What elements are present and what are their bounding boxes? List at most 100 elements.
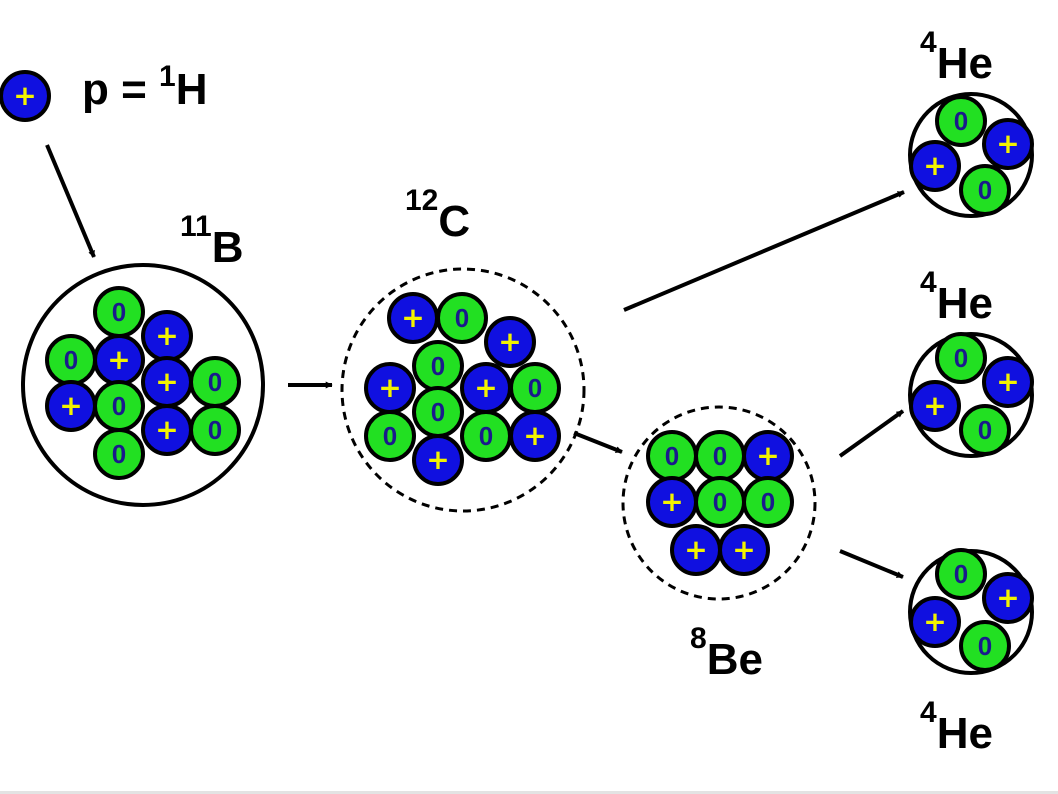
- be8-neutron-symbol: 0: [713, 487, 727, 517]
- he4-bot-proton-symbol: +: [923, 605, 946, 638]
- be8-label: 8Be: [690, 622, 763, 684]
- c12-to-he4-top-arrow: [623, 190, 905, 312]
- c12-proton-symbol: +: [426, 443, 449, 476]
- b11-proton-symbol: +: [59, 389, 82, 422]
- he4-bot-proton: [982, 572, 1034, 624]
- he4-mid-neutron-symbol: 0: [954, 343, 968, 373]
- b11-neutron-symbol: 0: [208, 415, 222, 445]
- b11-proton-symbol: +: [155, 319, 178, 352]
- he4-top-nucleus-boundary: [908, 92, 1034, 218]
- c12-neutron-symbol: 0: [528, 373, 542, 403]
- c12-neutron: [436, 292, 488, 344]
- legend-proton: [0, 70, 51, 122]
- be8-to-he4-mid-arrow: [838, 409, 905, 458]
- he4-mid-neutron: [959, 404, 1011, 456]
- legend-proton-particle: +: [0, 70, 51, 122]
- b11-neutron: [189, 404, 241, 456]
- he4-top-mass-number: 4: [920, 26, 937, 59]
- legend-element: H: [176, 65, 208, 114]
- he4-top-neutron: [959, 164, 1011, 216]
- c12-proton-symbol: +: [378, 371, 401, 404]
- he4-top-proton-symbol: +: [923, 149, 946, 182]
- c12-neutron-symbol: 0: [431, 351, 445, 381]
- be8-proton-symbol: +: [684, 533, 707, 566]
- c12-proton-symbol: +: [498, 325, 521, 358]
- be8-neutron-symbol: 0: [713, 441, 727, 471]
- he4-bot-neutron: [959, 620, 1011, 672]
- he4-top-proton-symbol: +: [996, 127, 1019, 160]
- b11-neutron-symbol: 0: [64, 345, 78, 375]
- be8-proton-symbol: +: [756, 439, 779, 472]
- b11-proton-symbol: +: [155, 413, 178, 446]
- c12-nucleus-boundary: [340, 267, 586, 513]
- he4-top-proton: [982, 118, 1034, 170]
- he4-bot-neutron: [935, 548, 987, 600]
- c12-neutron-symbol: 0: [455, 303, 469, 333]
- b11-neutron-symbol: 0: [112, 439, 126, 469]
- proton-to-b11-arrow: [45, 144, 96, 258]
- be8-proton: [718, 524, 770, 576]
- he4-top-nucleons: 0++0: [909, 95, 1034, 216]
- he4-mid-proton: [982, 356, 1034, 408]
- b11-neutron-symbol: 0: [112, 391, 126, 421]
- he4-mid-neutron: [935, 332, 987, 384]
- c12-neutron-symbol: 0: [383, 421, 397, 451]
- legend-text: p =: [82, 65, 159, 114]
- be8-proton-symbol: +: [660, 485, 683, 518]
- legend-label: p = 1H: [82, 60, 208, 114]
- c12-proton-symbol: +: [474, 371, 497, 404]
- legend-proton-symbol: +: [13, 79, 36, 112]
- he4-bot-proton: [909, 596, 961, 648]
- c12-proton: [484, 316, 536, 368]
- he4-mid-element: He: [937, 279, 993, 328]
- b11-neutron-symbol: 0: [208, 367, 222, 397]
- b11-proton-symbol: +: [155, 365, 178, 398]
- c12-proton: [509, 410, 561, 462]
- be8-proton-symbol: +: [732, 533, 755, 566]
- he4-mid-proton-symbol: +: [996, 365, 1019, 398]
- be8-nucleus-boundary: [621, 405, 817, 601]
- b11-nucleons: 0 +0 + +0 +0 0 +0: [45, 286, 241, 480]
- he4-mid-proton: [909, 380, 961, 432]
- he4-top-label: 4He: [920, 26, 993, 88]
- c12-mass-number: 12: [405, 184, 438, 217]
- he4-mid-proton-symbol: +: [923, 389, 946, 422]
- be8-neutron-symbol: 0: [761, 487, 775, 517]
- b11-label: 11B: [180, 210, 244, 272]
- b11-nucleus-boundary: [21, 263, 265, 507]
- c12-proton-symbol: +: [523, 419, 546, 452]
- he4-top-neutron-symbol: 0: [978, 175, 992, 205]
- bottom-divider: [0, 791, 1058, 794]
- b11-neutron: [93, 428, 145, 480]
- be8-mass-number: 8: [690, 622, 707, 655]
- be8-to-he4-bot-arrow: [839, 549, 904, 579]
- he4-mid-mass-number: 4: [920, 266, 937, 299]
- be8-neutron: [742, 476, 794, 528]
- c12-neutron: [364, 410, 416, 462]
- he4-mid-neutron-symbol: 0: [978, 415, 992, 445]
- legend-mass-number: 1: [159, 60, 176, 93]
- he4-mid-label: 4He: [920, 266, 993, 328]
- c12-to-be8-arrow: [573, 431, 623, 454]
- he4-bot-label: 4He: [920, 696, 993, 758]
- he4-top-neutron: [935, 95, 987, 147]
- b11-neutron-symbol: 0: [112, 297, 126, 327]
- c12-neutron-symbol: 0: [479, 421, 493, 451]
- he4-bot-mass-number: 4: [920, 696, 937, 729]
- b11-proton-symbol: +: [107, 343, 130, 376]
- b11-element: B: [212, 223, 244, 272]
- he4-top-element: He: [937, 39, 993, 88]
- c12-label: 12C: [405, 184, 470, 246]
- c12-neutron-symbol: 0: [431, 397, 445, 427]
- he4-top-proton: [909, 140, 961, 192]
- he4-bot-neutron-symbol: 0: [954, 559, 968, 589]
- he4-bot-proton-symbol: +: [996, 581, 1019, 614]
- he4-bot-nucleons: 0++0: [909, 548, 1034, 672]
- he4-top-neutron-symbol: 0: [954, 106, 968, 136]
- be8-element: Be: [707, 635, 763, 684]
- he4-bot-element: He: [937, 709, 993, 758]
- c12-proton: [412, 434, 464, 486]
